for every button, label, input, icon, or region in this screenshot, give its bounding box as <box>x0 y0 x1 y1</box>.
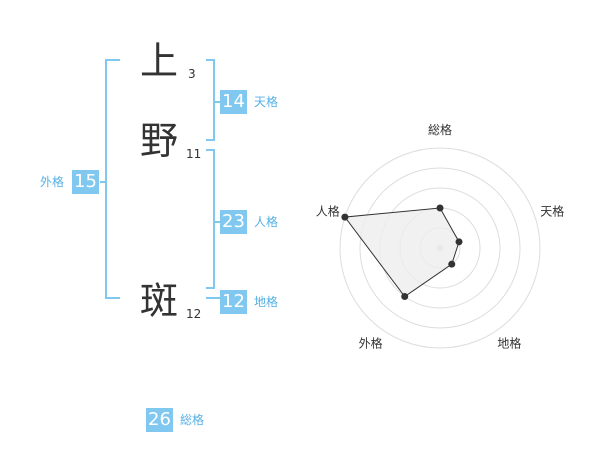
jinkaku-bracket <box>206 149 215 289</box>
chikaku-badge: 12 <box>220 290 247 314</box>
radar-score-polygon <box>343 207 460 298</box>
soukaku-badge: 26 <box>146 408 173 432</box>
name-char-1: 上 <box>140 39 179 83</box>
gaikaku-label: 外格 <box>40 175 65 189</box>
radar-grid-ring-5 <box>339 147 541 349</box>
stroke-count-2: 11 <box>186 147 202 161</box>
radar-point-5 <box>341 213 349 221</box>
stroke-count-3: 12 <box>186 307 202 321</box>
stroke-count-1: 3 <box>188 67 196 81</box>
radar-point-4 <box>401 293 409 301</box>
radar-axis-label-5: 人格 <box>316 204 340 219</box>
tenkaku-bracket <box>206 59 215 141</box>
tenkaku-label: 天格 <box>254 95 279 109</box>
gaikaku-badge: 15 <box>72 170 99 194</box>
radar-axis-label-4: 外格 <box>359 335 383 350</box>
radar-axis-label-2: 天格 <box>540 204 564 219</box>
radar-grid-ring-4 <box>359 167 521 329</box>
name-char-2: 野 <box>140 119 179 163</box>
radar-point-1 <box>436 204 444 212</box>
jinkaku-badge: 23 <box>220 210 247 234</box>
chikaku-label: 地格 <box>254 295 279 309</box>
outer-bracket <box>105 59 120 299</box>
radar-axis-label-3: 地格 <box>497 335 521 350</box>
tenkaku-badge: 14 <box>220 90 247 114</box>
radar-point-2 <box>455 238 463 246</box>
radar-point-3 <box>448 260 456 268</box>
jinkaku-label: 人格 <box>254 215 279 229</box>
soukaku-label: 総格 <box>180 413 205 427</box>
name-char-3: 斑 <box>140 279 179 323</box>
radar-axis-label-1: 総格 <box>428 122 452 137</box>
